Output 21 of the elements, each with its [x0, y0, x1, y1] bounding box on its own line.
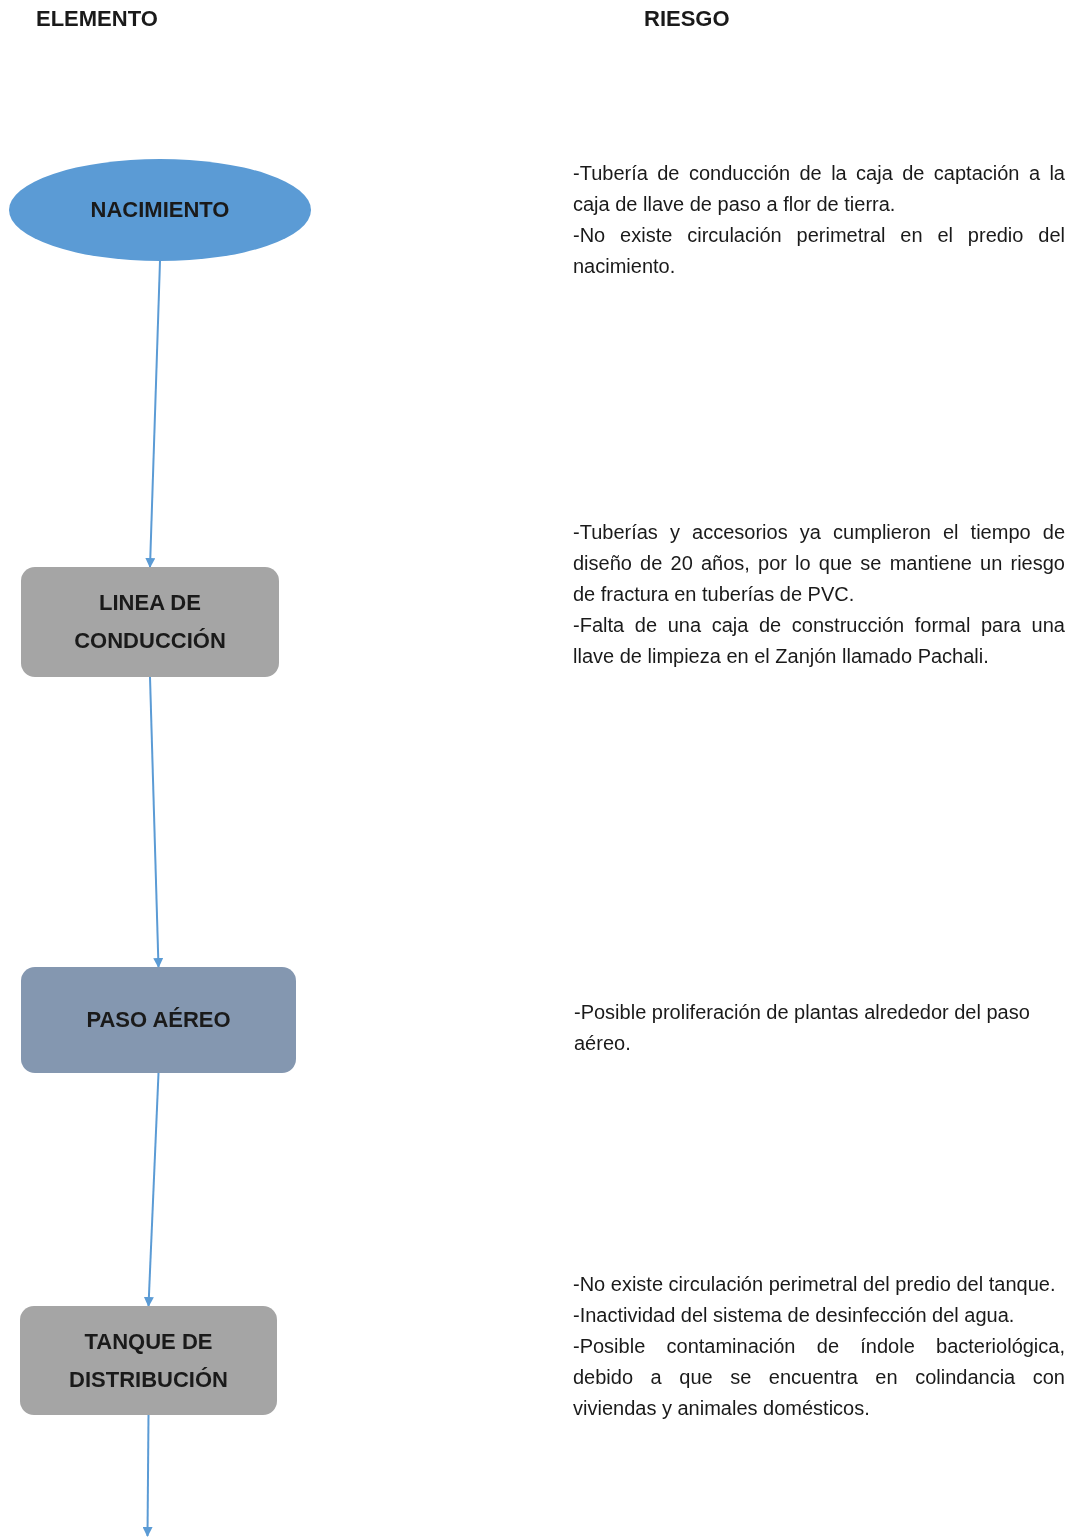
- node-label: PASO AÉREO: [86, 1006, 231, 1034]
- risk-text: -Tubería de conducción de la caja de captación a la caja de llave de paso a flor de tierra.: [573, 161, 1065, 217]
- node-label: NACIMIENTO: [90, 196, 230, 224]
- arrow: [149, 676, 164, 968]
- process-box: [20, 1306, 277, 1415]
- column-header: ELEMENTO: [36, 6, 158, 32]
- risk-text: -Posible contaminación de índole bacteriológica, debido a que se encuentra en colindancia con viviendas y animales domésticos.: [573, 1334, 1065, 1421]
- node-label: TANQUE DE DISTRIBUCIÓN: [68, 1327, 229, 1394]
- risk-text: -Inactividad del sistema de desinfección del agua.: [573, 1303, 1016, 1328]
- process-box: [21, 967, 296, 1073]
- arrow: [142, 1414, 153, 1537]
- process-box: [21, 567, 279, 677]
- risk-text: -No existe circulación perimetral del predio del tanque.: [573, 1272, 1057, 1297]
- arrow: [145, 260, 161, 568]
- column-header: RIESGO: [644, 6, 730, 32]
- risk-text: -Tuberías y accesorios ya cumplieron el tiempo de diseño de 20 años, por lo que se mantiene un riesgo de fractura en tuberías de PVC.: [573, 520, 1065, 607]
- risk-text: -Falta de una caja de construcción formal para una llave de limpieza en el Zanjón llamado Pachali.: [573, 613, 1065, 669]
- risk-text: -No existe circulación perimetral en el predio del nacimiento.: [573, 223, 1065, 279]
- node-label: LINEA DE CONDUCCIÓN: [73, 589, 227, 655]
- risk-text: -Posible proliferación de plantas alrededor del paso aéreo.: [574, 1000, 1031, 1056]
- arrow: [143, 1072, 160, 1307]
